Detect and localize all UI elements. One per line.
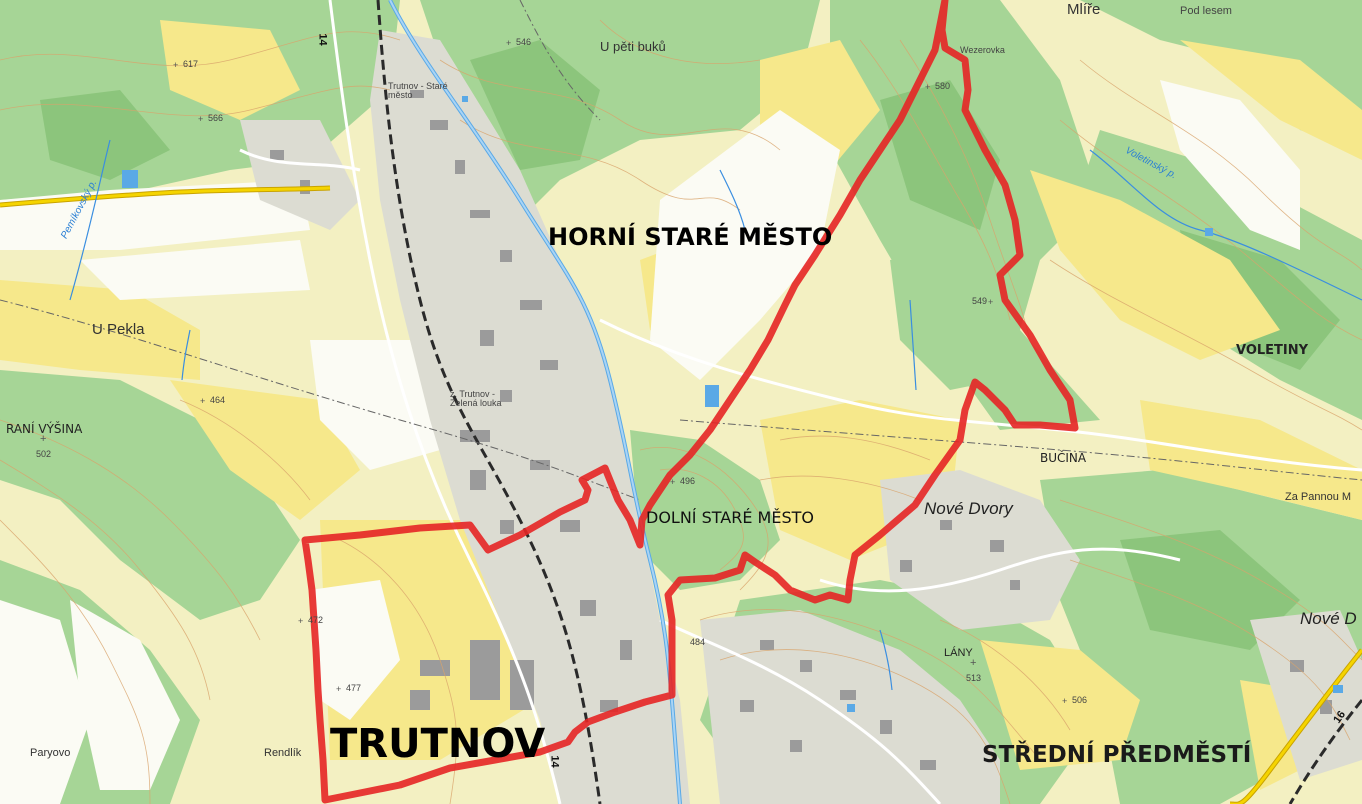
label-rendlik: Rendlík xyxy=(264,747,302,759)
svg-text:+: + xyxy=(1062,696,1067,706)
admin-lines xyxy=(0,0,1362,501)
streams xyxy=(69,139,1362,691)
elevation-484: 484 xyxy=(690,637,706,647)
svg-text:+: + xyxy=(988,297,993,307)
elevation-472: 472 xyxy=(308,615,324,625)
label-lany: LÁNY xyxy=(944,647,973,659)
svg-text:+: + xyxy=(173,60,178,70)
label-stredni-predmesti: STŘEDNÍ PŘEDMĚSTÍ xyxy=(982,742,1252,768)
elevation-502: 502 xyxy=(36,449,52,459)
label-nove-dvory: Nové Dvory xyxy=(924,499,1013,518)
label-horni-stare-mesto: HORNÍ STARÉ MĚSTO xyxy=(548,223,833,251)
label-dolni-stare-mesto: DOLNÍ STARÉ MĚSTO xyxy=(646,508,814,527)
svg-text:+: + xyxy=(506,38,511,48)
main-road-west-fill xyxy=(0,186,331,207)
elevation-549: 549 xyxy=(972,296,988,306)
label-wezerovka: Wezerovka xyxy=(960,45,1005,55)
elevation-506: 506 xyxy=(1072,695,1088,705)
elevation-617: 617 xyxy=(183,59,199,69)
elevation-markers: + + + + + + + + + + + + xyxy=(40,38,1067,706)
railways xyxy=(376,0,1362,804)
buildings xyxy=(270,90,1332,770)
study-area-boundary xyxy=(301,0,1079,804)
svg-text:+: + xyxy=(298,616,303,626)
elevation-580: 580 xyxy=(935,81,951,91)
road-number-14-bottom: 14 xyxy=(548,755,561,768)
label-paryovo: Paryovo xyxy=(30,747,71,759)
svg-text:+: + xyxy=(200,396,205,406)
river-upa-inner xyxy=(389,0,681,804)
svg-text:+: + xyxy=(198,114,203,124)
ponds xyxy=(122,96,1343,712)
label-station-zelena-louka: z. Trutnov - Zelená louka xyxy=(450,389,502,408)
label-voletiny: VOLETINY xyxy=(1236,343,1309,358)
contour-lines xyxy=(0,19,1362,804)
elevation-477: 477 xyxy=(346,683,362,693)
svg-text:+: + xyxy=(970,657,976,669)
elevation-546: 546 xyxy=(516,37,532,47)
label-trutnov: TRUTNOV xyxy=(330,721,546,767)
label-za-pannou-marii: Za Pannou M xyxy=(1285,491,1352,503)
elevation-464: 464 xyxy=(210,395,226,405)
label-mlire: Mlíře xyxy=(1067,1,1101,18)
elevation-566: 566 xyxy=(208,113,224,123)
label-bucina: BUČINA xyxy=(1040,451,1087,465)
label-u-pekla: U Pekla xyxy=(92,321,145,338)
elevation-513: 513 xyxy=(966,673,982,683)
label-rani-vysina: RANÍ VÝŠINA xyxy=(6,422,83,436)
road-number-14-top: 14 xyxy=(316,33,329,46)
svg-text:+: + xyxy=(670,477,675,487)
svg-text:+: + xyxy=(925,82,930,92)
minor-roads xyxy=(239,0,1362,804)
elevation-496: 496 xyxy=(680,476,696,486)
label-u-peti-buku: U pěti buků xyxy=(600,39,666,54)
label-station-stare-mesto: Trutnov - Staré město xyxy=(388,81,448,100)
svg-text:+: + xyxy=(336,684,341,694)
label-nove-dvory-right: Nové D xyxy=(1300,609,1357,628)
label-pod-lesem: Pod lesem xyxy=(1180,5,1232,17)
svg-text:+: + xyxy=(40,433,46,445)
